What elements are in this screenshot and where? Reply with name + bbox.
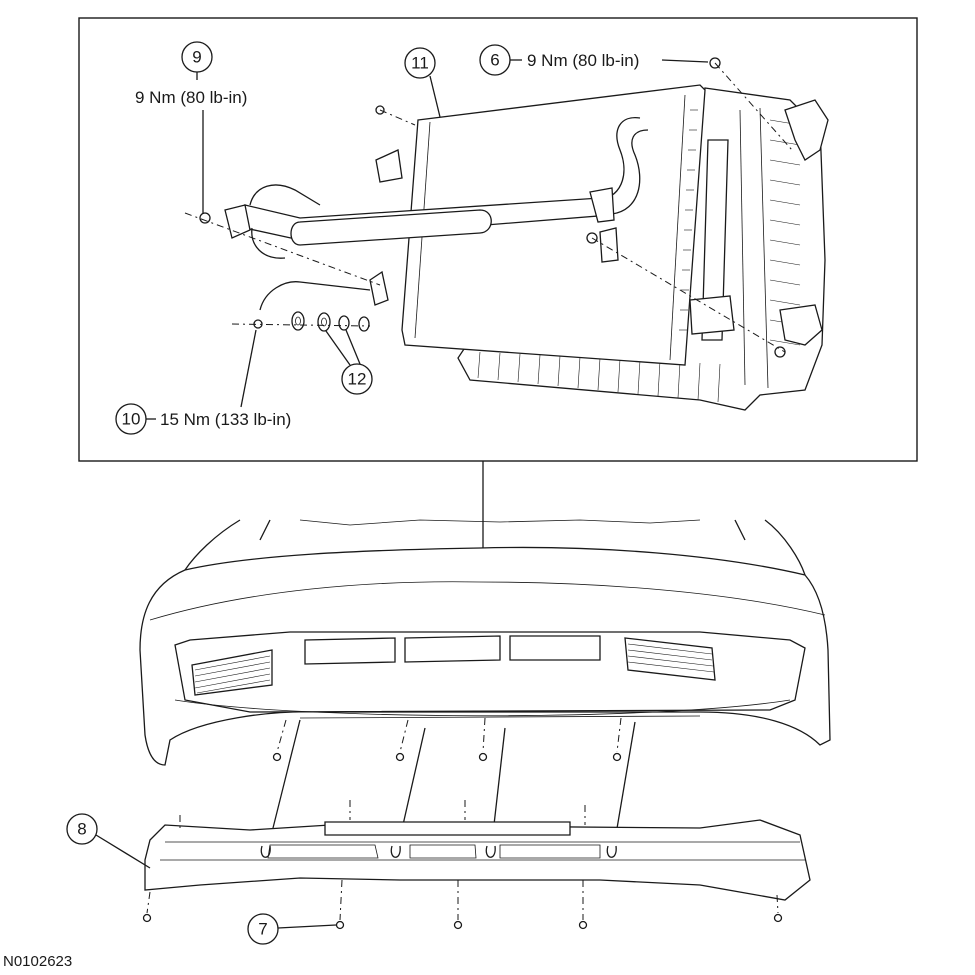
left-fog-grille <box>191 649 273 696</box>
bolt-lower-right-icon <box>774 346 786 358</box>
callout-9-torque: 9 Nm (80 lb-in) <box>135 88 247 107</box>
bumper-screws <box>272 752 622 762</box>
callout-8: 8 <box>66 813 151 869</box>
bolt-9-icon <box>199 212 211 224</box>
callout-10: 10 15 Nm (133 lb-in) <box>115 329 291 435</box>
figure-reference-id: N0102623 <box>3 953 72 970</box>
o-ring-seals <box>291 311 370 332</box>
callout-7-number: 7 <box>258 920 267 939</box>
front-bumper-cover <box>139 519 831 766</box>
callout-10-torque: 15 Nm (133 lb-in) <box>160 410 291 429</box>
receiver-drier <box>701 139 729 341</box>
callout-6: 6 9 Nm (80 lb-in) <box>479 44 709 76</box>
callout-7: 7 <box>247 913 337 945</box>
condenser-fins <box>679 109 698 331</box>
right-fog-grille <box>624 637 716 681</box>
callout-9: 9 9 Nm (80 lb-in) <box>135 41 247 213</box>
callout-8-number: 8 <box>77 820 86 839</box>
callout-10-number: 10 <box>122 410 141 429</box>
callout-12: 12 <box>325 329 373 395</box>
ac-muffler <box>290 209 492 246</box>
condenser <box>401 84 706 366</box>
detail-inset-frame <box>78 17 918 462</box>
callout-12-number: 12 <box>348 370 367 389</box>
radiator-assembly <box>224 84 829 411</box>
callout-11-number: 11 <box>411 54 429 73</box>
lower-air-deflector <box>144 819 811 901</box>
radiator-bottom-fins <box>477 351 721 403</box>
callout-11: 11 <box>404 47 441 118</box>
callout-6-torque: 9 Nm (80 lb-in) <box>527 51 639 70</box>
callout-9-number: 9 <box>192 48 201 67</box>
callout-6-number: 6 <box>490 51 499 70</box>
deflector-screws <box>142 913 783 930</box>
